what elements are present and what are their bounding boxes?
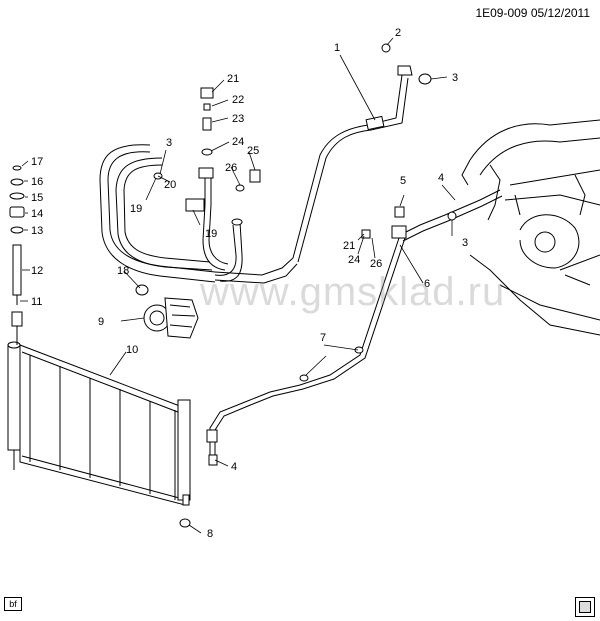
callout-21-lower: 21 <box>343 240 355 252</box>
callout-2: 2 <box>395 27 401 39</box>
callout-17: 17 <box>31 156 43 168</box>
liquid-line <box>179 189 503 528</box>
callout-16: 16 <box>31 176 43 188</box>
callout-7: 7 <box>320 332 326 344</box>
callout-23: 23 <box>232 113 244 125</box>
callout-14: 14 <box>31 208 43 220</box>
small-fittings <box>153 87 261 192</box>
callout-12: 12 <box>31 265 43 277</box>
callout-20: 20 <box>164 179 176 191</box>
callout-15: 15 <box>31 192 43 204</box>
callout-3-firewall: 3 <box>462 237 468 249</box>
compressor <box>135 284 199 339</box>
callout-3-hose: 3 <box>166 137 172 149</box>
callout-19-right: 19 <box>205 228 217 240</box>
footer-tag: bf <box>4 597 22 611</box>
diagram-code: 1E09-009 <box>475 6 528 20</box>
callout-1: 1 <box>334 42 340 54</box>
callout-24-top: 24 <box>232 136 244 148</box>
vehicle-body-structure <box>461 119 600 336</box>
callout-3-top: 3 <box>452 72 458 84</box>
callout-9: 9 <box>98 316 104 328</box>
compressor-hose-assembly <box>99 144 298 284</box>
callout-4-firewall: 4 <box>438 172 444 184</box>
callout-24-lower: 24 <box>348 254 360 266</box>
callout-5: 5 <box>400 175 406 187</box>
callout-26-lower: 26 <box>370 258 382 270</box>
callout-22: 22 <box>232 94 244 106</box>
callout-26-top: 26 <box>225 162 237 174</box>
callout-25: 25 <box>247 145 259 157</box>
callout-18: 18 <box>117 265 129 277</box>
callout-6: 6 <box>424 278 430 290</box>
diagram-header: 1E09-009 05/12/2011 <box>475 6 590 20</box>
callout-19-left: 19 <box>130 203 142 215</box>
callout-8: 8 <box>207 528 213 540</box>
callout-11: 11 <box>31 296 42 308</box>
callout-4-lower: 4 <box>231 461 237 473</box>
manual-book-icon <box>575 597 595 617</box>
condenser <box>7 341 191 506</box>
callout-21-top: 21 <box>227 73 239 85</box>
watermark: www.gmsklad.ru <box>200 270 506 314</box>
manual-book-icon-inner <box>579 601 591 613</box>
callout-labels: 1 2 3 3 3 4 4 5 6 7 8 9 10 11 12 13 14 1… <box>31 27 468 540</box>
diagram-date: 05/12/2011 <box>530 6 590 20</box>
callout-13: 13 <box>31 225 43 237</box>
drier-parts-stack <box>9 165 25 345</box>
callout-10: 10 <box>126 344 138 356</box>
callout-leader-lines <box>20 37 456 534</box>
main-refrigerant-line <box>292 43 432 263</box>
